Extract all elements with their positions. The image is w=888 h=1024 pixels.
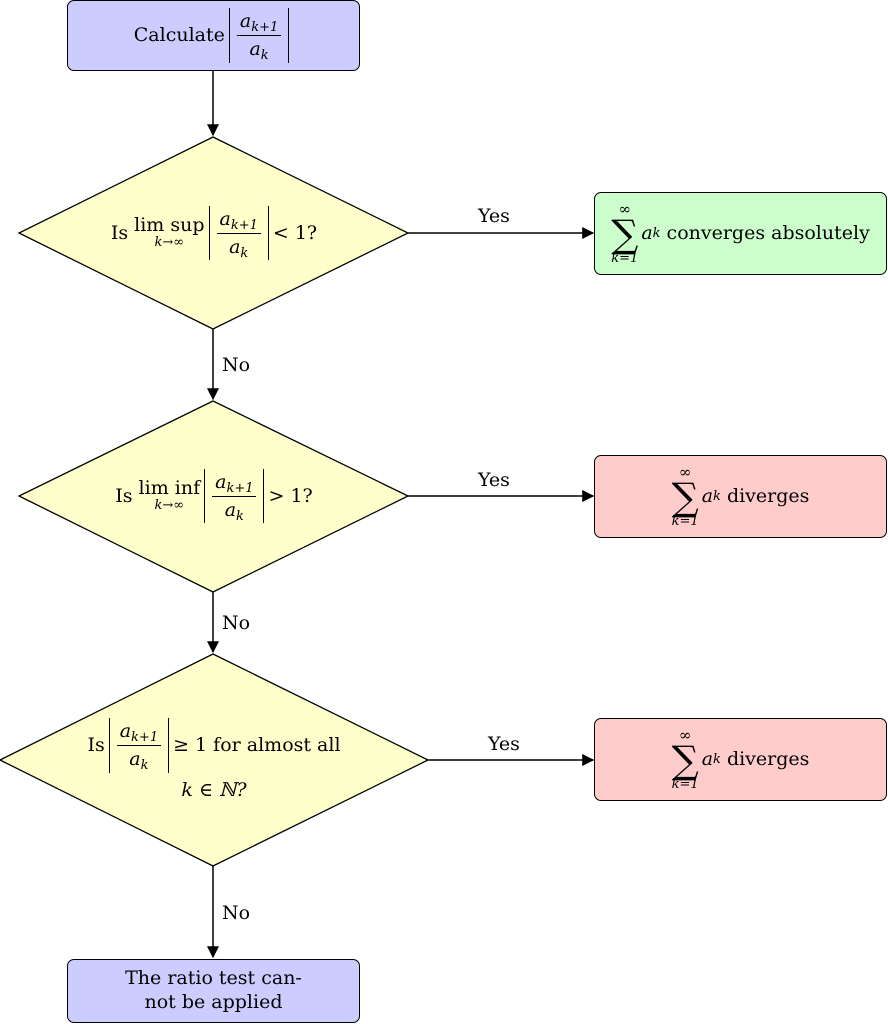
q1-ratio: ak+1 ak — [216, 207, 261, 261]
q2-under: k→∞ — [154, 498, 185, 514]
q2-ratio: ak+1 ak — [212, 470, 257, 524]
q1-under: k→∞ — [154, 235, 185, 251]
q2-num-sub: k+1 — [226, 480, 254, 496]
q1-den-sub: k — [240, 245, 249, 261]
end-line-1: The ratio test can- — [125, 967, 302, 990]
decision-2-text: Is lim inf k→∞ ak+1 ak > 1? — [79, 456, 349, 536]
q2-op: lim inf — [138, 477, 201, 500]
r1-sum-symbol: ∑ — [611, 212, 639, 257]
r2-text: diverges — [726, 485, 810, 508]
q3-num-base: a — [119, 720, 132, 743]
r3-sum: ∞ ∑ k=1 — [671, 726, 699, 792]
start-den-sub: k — [260, 48, 269, 63]
start-ratio-abs: ak+1 ak — [228, 8, 290, 63]
q3-is: Is — [87, 734, 105, 757]
q3-ratio: ak+1 ak — [116, 720, 162, 774]
end-line-2: not be applied — [144, 991, 283, 1013]
r2-sum: ∞ ∑ k=1 — [671, 463, 699, 529]
edge-label-yes-1: Yes — [478, 205, 510, 227]
r2-term-base: a — [701, 485, 714, 508]
q3-rel: ≥ 1 for almost all — [173, 734, 341, 757]
r1-term-base: a — [641, 222, 653, 245]
r1-sum: ∞ ∑ k=1 — [611, 200, 639, 266]
r2-sum-bottom: k=1 — [671, 513, 699, 529]
r3-sum-top: ∞ — [678, 726, 692, 745]
q1-rel: < 1? — [272, 221, 318, 244]
q1-den-base: a — [229, 235, 241, 258]
q1-op: lim sup — [134, 214, 205, 237]
edge-label-no-2: No — [222, 612, 251, 634]
q2-liminf: lim inf k→∞ — [139, 478, 201, 513]
start-den-base: a — [249, 38, 261, 60]
decision-1-text: Is lim sup k→∞ ak+1 ak < 1? — [79, 193, 349, 273]
edge-label-yes-3: Yes — [488, 733, 520, 755]
r1-sum-bottom: k=1 — [611, 250, 639, 266]
r3-sum-symbol: ∑ — [671, 738, 699, 783]
start-num-base: a — [239, 10, 252, 33]
q3-den-sub: k — [140, 758, 149, 774]
q2-is: Is — [115, 484, 133, 507]
start-box: Calculate ak+1 ak — [67, 0, 360, 71]
q1-limsup: lim sup k→∞ — [134, 215, 204, 250]
r3-text: diverges — [726, 748, 810, 771]
r3-sum-bottom: k=1 — [671, 776, 699, 792]
start-ratio: ak+1 ak — [236, 10, 282, 63]
r2-sum-top: ∞ — [678, 463, 692, 482]
start-expression: Calculate ak+1 ak — [134, 8, 293, 63]
start-prefix: Calculate — [133, 24, 225, 47]
q2-den-sub: k — [236, 508, 244, 524]
decision-3-text: Is ak+1 ak ≥ 1 for almost all k ∈ ℕ? — [49, 710, 379, 810]
q3-num-sub: k+1 — [131, 730, 159, 746]
r1-text: converges absolutely — [666, 222, 870, 245]
start-num-sub: k+1 — [251, 20, 279, 36]
edge-label-yes-2: Yes — [478, 469, 510, 491]
q2-den-base: a — [224, 498, 237, 521]
q3-line2: k ∈ ℕ? — [181, 778, 247, 801]
r3-term-base: a — [701, 748, 714, 771]
q2-num-base: a — [215, 470, 227, 493]
end-box: The ratio test can- not be applied — [67, 959, 360, 1023]
r1-sum-top: ∞ — [618, 200, 632, 219]
q1-num-sub: k+1 — [230, 217, 258, 233]
q3-den-base: a — [129, 748, 141, 771]
q1-num-base: a — [219, 207, 231, 230]
edge-label-no-3: No — [222, 902, 251, 924]
edge-label-no-1: No — [222, 354, 251, 376]
q1-is: Is — [110, 221, 129, 244]
q2-rel: > 1? — [268, 484, 313, 507]
q2-ratio-abs: ak+1 ak — [204, 468, 265, 524]
q1-ratio-abs: ak+1 ak — [208, 205, 269, 261]
r2-sum-symbol: ∑ — [671, 475, 699, 520]
q3-ratio-abs: ak+1 ak — [108, 718, 170, 774]
